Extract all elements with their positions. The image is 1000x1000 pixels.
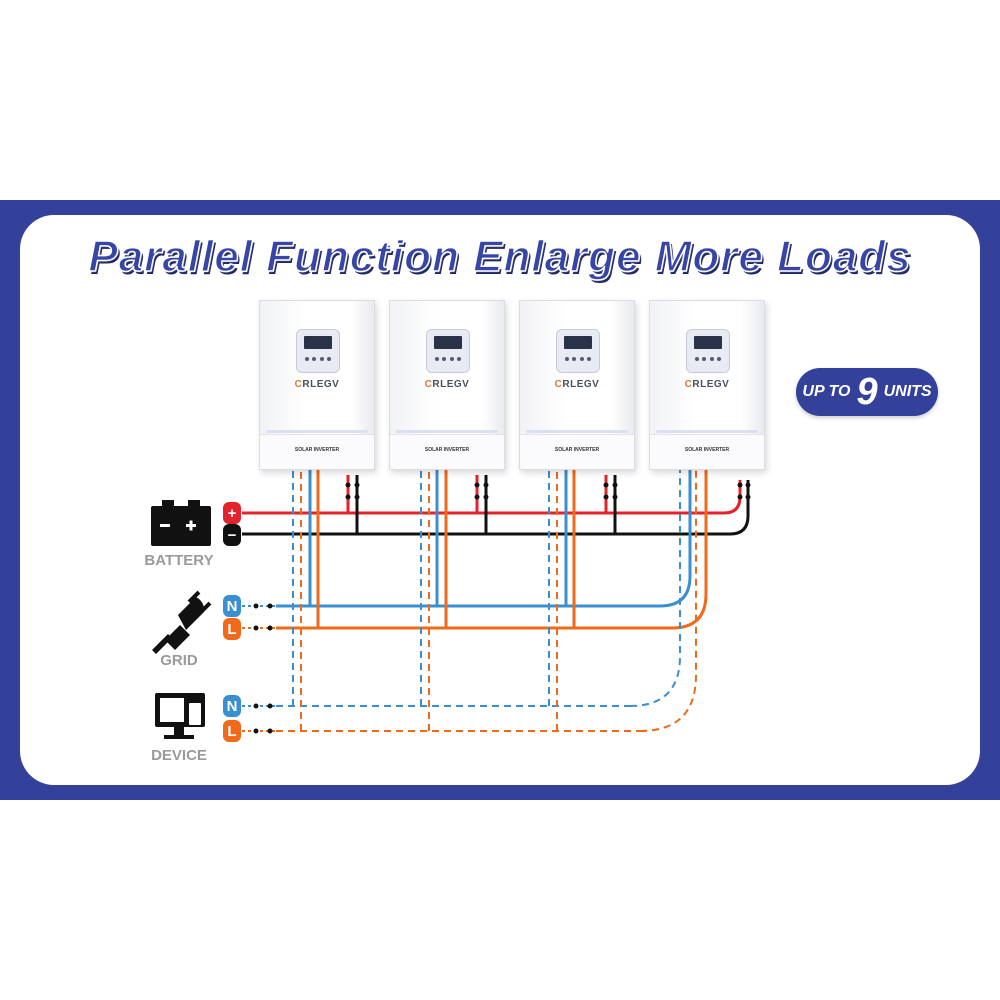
panel-buttons	[435, 357, 461, 363]
lead-dots	[253, 603, 273, 734]
inverter-label: SOLAR INVERTER	[684, 447, 730, 453]
brand-logo: CRLEGV	[554, 379, 600, 390]
brand-logo: CRLEGV	[684, 379, 730, 390]
inverter-label: SOLAR INVERTER	[424, 447, 470, 453]
battery-label: BATTERY	[144, 552, 214, 569]
device-neutral-tag: N	[223, 695, 241, 717]
inverter-base: SOLAR INVERTER	[520, 430, 634, 469]
device-neutral-bus	[276, 470, 681, 707]
lcd-screen	[564, 336, 592, 349]
grid-neutral-tag: N	[223, 595, 241, 617]
control-panel	[556, 329, 600, 373]
device-live-tag: L	[223, 720, 241, 742]
device-label: DEVICE	[151, 747, 207, 764]
control-panel	[296, 329, 340, 373]
monitor-icon	[155, 693, 205, 739]
control-panel	[426, 329, 470, 373]
page-title: Parallel Function Enlarge More Loads	[88, 231, 912, 282]
inverter-unit: CRLEGV SOLAR INVERTER	[389, 300, 505, 470]
inverter-unit: CRLEGV SOLAR INVERTER	[259, 300, 375, 470]
terminal-dots	[345, 482, 751, 500]
inverter-label: SOLAR INVERTER	[554, 447, 600, 453]
panel-buttons	[305, 357, 331, 363]
inverter-base: SOLAR INVERTER	[390, 430, 504, 469]
plug-icon	[152, 590, 212, 654]
device-live-bus	[276, 470, 697, 732]
inverter-base: SOLAR INVERTER	[650, 430, 764, 469]
grid-leads	[242, 605, 276, 732]
battery-positive-bus	[242, 475, 742, 515]
panel-buttons	[695, 357, 721, 363]
lcd-screen	[304, 336, 332, 349]
lcd-screen	[434, 336, 462, 349]
inverter-unit: CRLEGV SOLAR INVERTER	[649, 300, 765, 470]
panel-buttons	[565, 357, 591, 363]
inverter-label: SOLAR INVERTER	[294, 447, 340, 453]
units-badge: UP TO 9 UNITS	[796, 368, 938, 416]
brand-logo: CRLEGV	[424, 379, 470, 390]
battery-positive-tag: +	[223, 502, 241, 524]
grid-neutral-bus	[276, 470, 692, 608]
battery-icon	[151, 500, 211, 546]
inverter-base: SOLAR INVERTER	[260, 430, 374, 469]
inverter-unit: CRLEGV SOLAR INVERTER	[519, 300, 635, 470]
brand-logo: CRLEGV	[294, 379, 340, 390]
badge-count: 9	[856, 371, 878, 413]
badge-prefix: UP TO	[802, 383, 851, 400]
badge-suffix: UNITS	[883, 383, 932, 400]
grid-label: GRID	[160, 652, 198, 669]
control-panel	[686, 329, 730, 373]
grid-live-bus	[276, 470, 708, 630]
battery-negative-tag: −	[223, 524, 241, 546]
lcd-screen	[694, 336, 722, 349]
grid-live-tag: L	[223, 618, 241, 640]
